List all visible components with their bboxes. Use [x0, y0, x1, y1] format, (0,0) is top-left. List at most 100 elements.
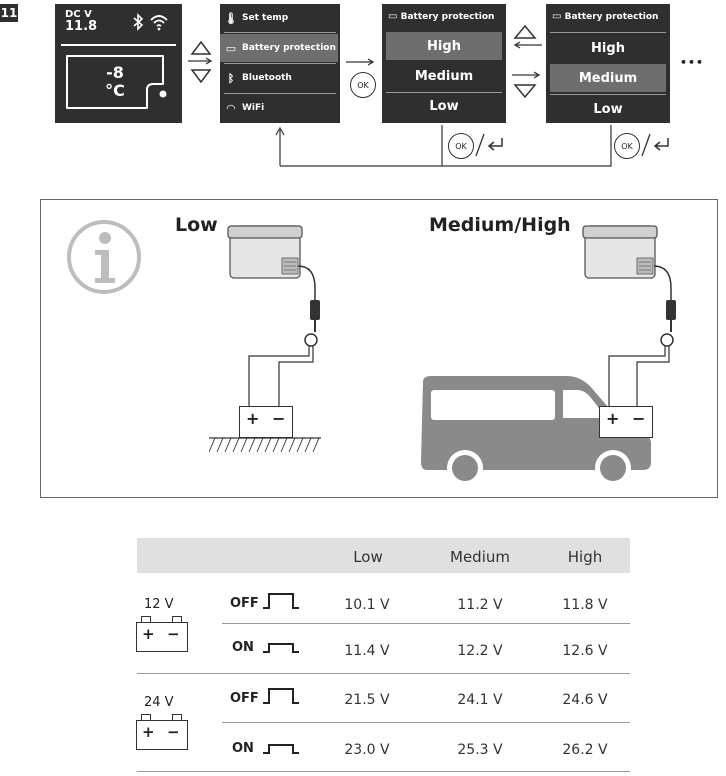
- battery-minus: −: [272, 409, 286, 428]
- state-off-label: OFF: [230, 691, 259, 706]
- switch-on-icon: [263, 744, 299, 754]
- left-arrow-icon: [513, 41, 542, 49]
- battery-terminals: [141, 616, 151, 622]
- ok-button[interactable]: OK: [448, 133, 474, 159]
- thermometer-icon: 🌡︎: [224, 11, 238, 25]
- menu-item-label: WiFi: [242, 103, 265, 113]
- table-cell: 23.0 V: [344, 742, 390, 758]
- menu-item-battery-protection[interactable]: ▭ Battery protection: [220, 34, 338, 62]
- divider: [224, 32, 336, 33]
- menu-item-bluetooth[interactable]: ᛒ Bluetooth: [220, 64, 338, 92]
- switch-off-icon: [263, 593, 299, 609]
- battery-plus: +: [142, 723, 155, 741]
- battery-icon: + −: [136, 720, 188, 750]
- table-cell: 24.6 V: [562, 692, 608, 708]
- group-divider: [137, 673, 630, 674]
- divider: [224, 63, 336, 64]
- divider: [550, 94, 666, 95]
- state-off-label: OFF: [230, 596, 259, 611]
- battery-minus: −: [167, 723, 180, 741]
- cable-plug-icon: [248, 265, 320, 408]
- row-divider: [222, 722, 630, 723]
- option-low[interactable]: Low: [429, 98, 459, 114]
- option-high[interactable]: High: [386, 32, 502, 60]
- battery-icon: ▭: [225, 41, 237, 55]
- medium-high-label: Medium/High: [429, 214, 571, 236]
- up-arrow-icon: [190, 40, 212, 55]
- table-cell: 21.5 V: [344, 692, 390, 708]
- battery-protection-screen-high: ▭ Battery protection High Medium Low: [382, 4, 506, 123]
- battery-plus: +: [142, 625, 155, 643]
- battery-minus: −: [632, 409, 646, 428]
- low-label: Low: [175, 214, 218, 236]
- table-header-medium: Medium: [450, 548, 510, 566]
- table-cell: 11.8 V: [562, 597, 608, 613]
- submenu-title: ▭ Battery protection: [388, 11, 495, 22]
- option-medium[interactable]: Medium: [550, 64, 666, 92]
- divider: [61, 44, 176, 46]
- state-on-label: ON: [232, 741, 254, 756]
- menu-item-label: Set temp: [242, 13, 289, 23]
- wifi-icon: ◠: [226, 101, 236, 115]
- fridge-icon: [582, 225, 658, 279]
- ok-button[interactable]: OK: [614, 133, 640, 159]
- row-divider: [222, 623, 630, 624]
- battery-icon: + −: [599, 406, 653, 438]
- menu-item-label: Battery protection: [242, 43, 336, 53]
- table-cell: 10.1 V: [344, 597, 390, 613]
- fridge-outline-icon: [66, 55, 167, 109]
- menu-item-set-temp[interactable]: 🌡︎ Set temp: [220, 4, 338, 32]
- battery-voltage-label: 24 V: [144, 695, 174, 710]
- table-header-low: Low: [353, 548, 383, 566]
- step-number-badge: 11: [0, 4, 18, 22]
- temperature-unit: °C: [105, 81, 125, 100]
- right-arrow-icon: [512, 71, 541, 79]
- cable-plug-icon: [608, 265, 676, 408]
- fridge-icon: [227, 225, 303, 279]
- option-medium[interactable]: Medium: [414, 68, 474, 84]
- ok-button[interactable]: OK: [350, 72, 376, 98]
- divider: [224, 93, 336, 94]
- right-arrow-icon: [346, 58, 375, 66]
- switch-off-icon: [263, 688, 299, 704]
- down-arrow-icon: [190, 69, 212, 84]
- battery-icon: ▭: [552, 11, 562, 22]
- menu-item-label: Bluetooth: [242, 73, 292, 83]
- display-screen: DC V 11.8 -8 °C: [55, 4, 182, 123]
- info-icon: [67, 220, 141, 294]
- table-cell: 25.3 V: [457, 742, 503, 758]
- menu-item-wifi[interactable]: ◠ WiFi: [220, 94, 338, 122]
- wifi-icon: [150, 15, 168, 31]
- bluetooth-icon: ᛒ: [227, 71, 235, 85]
- option-low[interactable]: Low: [593, 101, 623, 117]
- van-icon: [421, 376, 651, 486]
- battery-terminals: [141, 714, 151, 720]
- battery-voltage-label: 12 V: [144, 597, 174, 612]
- table-cell: 12.6 V: [562, 643, 608, 659]
- state-on-label: ON: [232, 640, 254, 655]
- divider: [386, 92, 502, 93]
- table-cell: 24.1 V: [457, 692, 503, 708]
- mode-label: DC V: [65, 9, 92, 20]
- bluetooth-icon: [133, 13, 144, 31]
- divider: [550, 32, 666, 33]
- submenu-title: ▭ Battery protection: [552, 11, 659, 22]
- battery-terminals: [172, 714, 182, 720]
- table-cell: 26.2 V: [562, 742, 608, 758]
- switch-on-icon: [263, 643, 299, 653]
- table-header-bar: [137, 538, 630, 573]
- voltage-readout: 11.8: [65, 19, 98, 34]
- table-header-high: High: [567, 548, 603, 566]
- battery-icon: + −: [136, 622, 188, 652]
- back-return-icon[interactable]: [640, 132, 672, 158]
- more-ellipsis: •••: [680, 56, 705, 69]
- battery-icon: + −: [239, 406, 293, 438]
- battery-icon: ▭: [388, 11, 398, 22]
- temperature-readout: -8: [106, 63, 124, 82]
- back-return-icon[interactable]: [474, 132, 506, 158]
- down-arrow-icon: [513, 84, 537, 99]
- table-bottom-border: [137, 771, 630, 772]
- right-arrow-icon: [188, 57, 213, 65]
- info-panel: Low Medium/High + −: [40, 199, 718, 498]
- option-high[interactable]: High: [591, 40, 625, 56]
